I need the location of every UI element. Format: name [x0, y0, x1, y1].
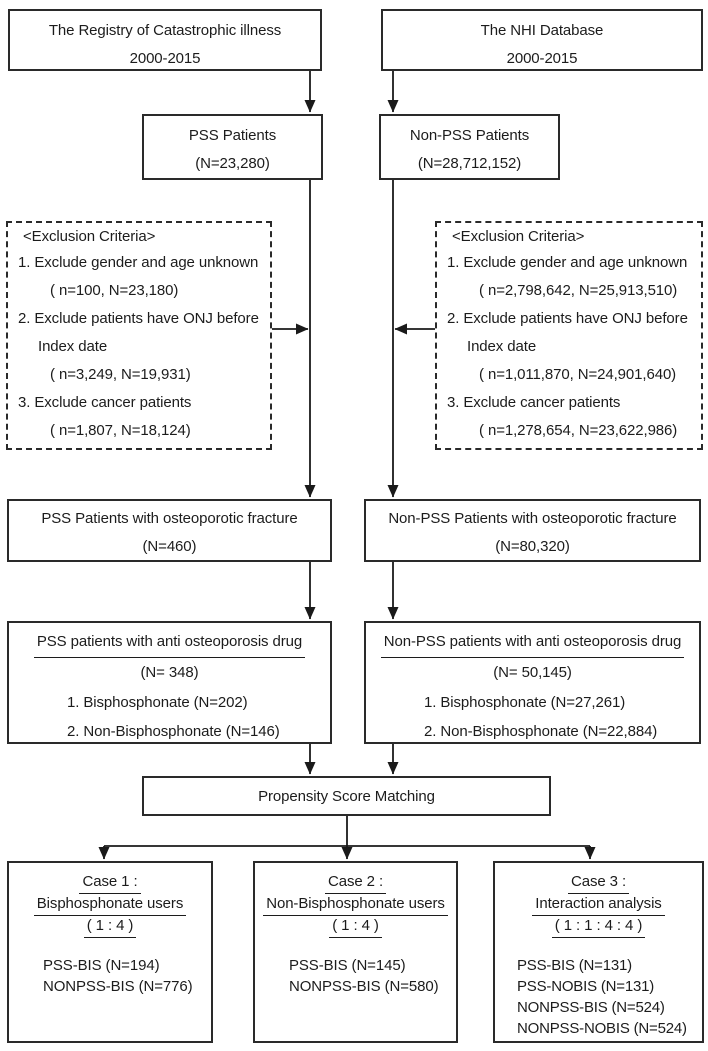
- nonpss-patients-n: (N=28,712,152): [417, 155, 522, 172]
- propensity-score-matching-box: Propensity Score Matching: [142, 776, 551, 816]
- nonpss-drug-item: 2. Non-Bisphosphonate (N=22,884): [424, 723, 658, 740]
- case2-subheader: Non-Bisphosphonate users: [263, 894, 448, 916]
- registry-years: 2000-2015: [129, 50, 201, 67]
- pss-drug-n: (N= 348): [140, 664, 199, 681]
- pss-drug-item: 1. Bisphosphonate (N=202): [67, 694, 248, 711]
- registry-title: The Registry of Catastrophic illness: [48, 22, 282, 39]
- case3-ratio: ( 1 : 1 : 4 : 4 ): [551, 916, 646, 938]
- case3-box: Case 3 : Interaction analysis ( 1 : 1 : …: [493, 861, 704, 1043]
- case2-line: NONPSS-BIS (N=580): [289, 978, 439, 995]
- exclusion-pss-line: Index date: [38, 338, 108, 355]
- exclusion-criteria-pss-box: <Exclusion Criteria> 1. Exclude gender a…: [6, 221, 272, 450]
- pss-patients-n: (N=23,280): [195, 155, 270, 172]
- exclusion-nonpss-line: ( n=2,798,642, N=25,913,510): [479, 282, 678, 299]
- case3-header: Case 3 :: [567, 872, 630, 894]
- exclusion-pss-line: 1. Exclude gender and age unknown: [18, 254, 259, 271]
- nonpss-fracture-title: Non-PSS Patients with osteoporotic fract…: [388, 510, 677, 527]
- exclusion-criteria-nonpss-box: <Exclusion Criteria> 1. Exclude gender a…: [435, 221, 703, 450]
- pss-drug-box: PSS patients with anti osteoporosis drug…: [7, 621, 332, 744]
- pss-fracture-n: (N=460): [142, 538, 197, 555]
- exclusion-nonpss-header: <Exclusion Criteria>: [452, 228, 585, 245]
- case1-box: Case 1 : Bisphosphonate users ( 1 : 4 ) …: [7, 861, 213, 1043]
- case3-line: PSS-BIS (N=131): [517, 957, 632, 974]
- exclusion-pss-header: <Exclusion Criteria>: [23, 228, 156, 245]
- pss-drug-title: PSS patients with anti osteoporosis drug: [33, 628, 306, 658]
- nhi-title: The NHI Database: [480, 22, 604, 39]
- exclusion-nonpss-line: ( n=1,011,870, N=24,901,640): [479, 366, 677, 383]
- nonpss-drug-box: Non-PSS patients with anti osteoporosis …: [364, 621, 701, 744]
- nonpss-fracture-n: (N=80,320): [495, 538, 570, 555]
- exclusion-nonpss-line: ( n=1,278,654, N=23,622,986): [479, 422, 678, 439]
- exclusion-pss-line: 2. Exclude patients have ONJ before: [18, 310, 259, 327]
- case2-header: Case 2 :: [324, 872, 387, 894]
- case1-line: PSS-BIS (N=194): [43, 957, 160, 974]
- pss-patients-box: PSS Patients (N=23,280): [142, 114, 323, 180]
- exclusion-nonpss-line: 3. Exclude cancer patients: [447, 394, 621, 411]
- pss-drug-item: 2. Non-Bisphosphonate (N=146): [67, 723, 280, 740]
- case1-header: Case 1 :: [79, 872, 141, 894]
- nonpss-patients-box: Non-PSS Patients (N=28,712,152): [379, 114, 560, 180]
- case2-box: Case 2 : Non-Bisphosphonate users ( 1 : …: [253, 861, 458, 1043]
- case1-subheader: Bisphosphonate users: [33, 894, 187, 916]
- case3-line: NONPSS-NOBIS (N=524): [517, 1020, 687, 1037]
- exclusion-pss-line: ( n=1,807, N=18,124): [50, 422, 191, 439]
- pss-fracture-title: PSS Patients with osteoporotic fracture: [41, 510, 298, 527]
- exclusion-nonpss-line: 1. Exclude gender and age unknown: [447, 254, 688, 271]
- propensity-score-matching-label: Propensity Score Matching: [258, 787, 435, 805]
- exclusion-pss-line: ( n=3,249, N=19,931): [50, 366, 191, 383]
- exclusion-nonpss-line: 2. Exclude patients have ONJ before: [447, 310, 688, 327]
- nonpss-drug-title: Non-PSS patients with anti osteoporosis …: [380, 628, 685, 658]
- nonpss-drug-item: 1. Bisphosphonate (N=27,261): [424, 694, 626, 711]
- exclusion-nonpss-line: Index date: [467, 338, 537, 355]
- registry-source-box: The Registry of Catastrophic illness 200…: [8, 9, 322, 71]
- case3-subheader: Interaction analysis: [532, 894, 665, 916]
- nonpss-drug-n: (N= 50,145): [493, 664, 572, 681]
- exclusion-pss-line: 3. Exclude cancer patients: [18, 394, 192, 411]
- nonpss-patients-title: Non-PSS Patients: [409, 127, 530, 144]
- case1-line: NONPSS-BIS (N=776): [43, 978, 193, 995]
- pss-fracture-box: PSS Patients with osteoporotic fracture …: [7, 499, 332, 562]
- nhi-years: 2000-2015: [506, 50, 578, 67]
- case1-ratio: ( 1 : 4 ): [83, 916, 137, 938]
- nonpss-fracture-box: Non-PSS Patients with osteoporotic fract…: [364, 499, 701, 562]
- case2-ratio: ( 1 : 4 ): [329, 916, 382, 938]
- nhi-source-box: The NHI Database 2000-2015: [381, 9, 703, 71]
- pss-patients-title: PSS Patients: [188, 127, 277, 144]
- exclusion-pss-line: ( n=100, N=23,180): [50, 282, 179, 299]
- case2-line: PSS-BIS (N=145): [289, 957, 406, 974]
- case3-line: PSS-NOBIS (N=131): [517, 978, 655, 995]
- case3-line: NONPSS-BIS (N=524): [517, 999, 665, 1016]
